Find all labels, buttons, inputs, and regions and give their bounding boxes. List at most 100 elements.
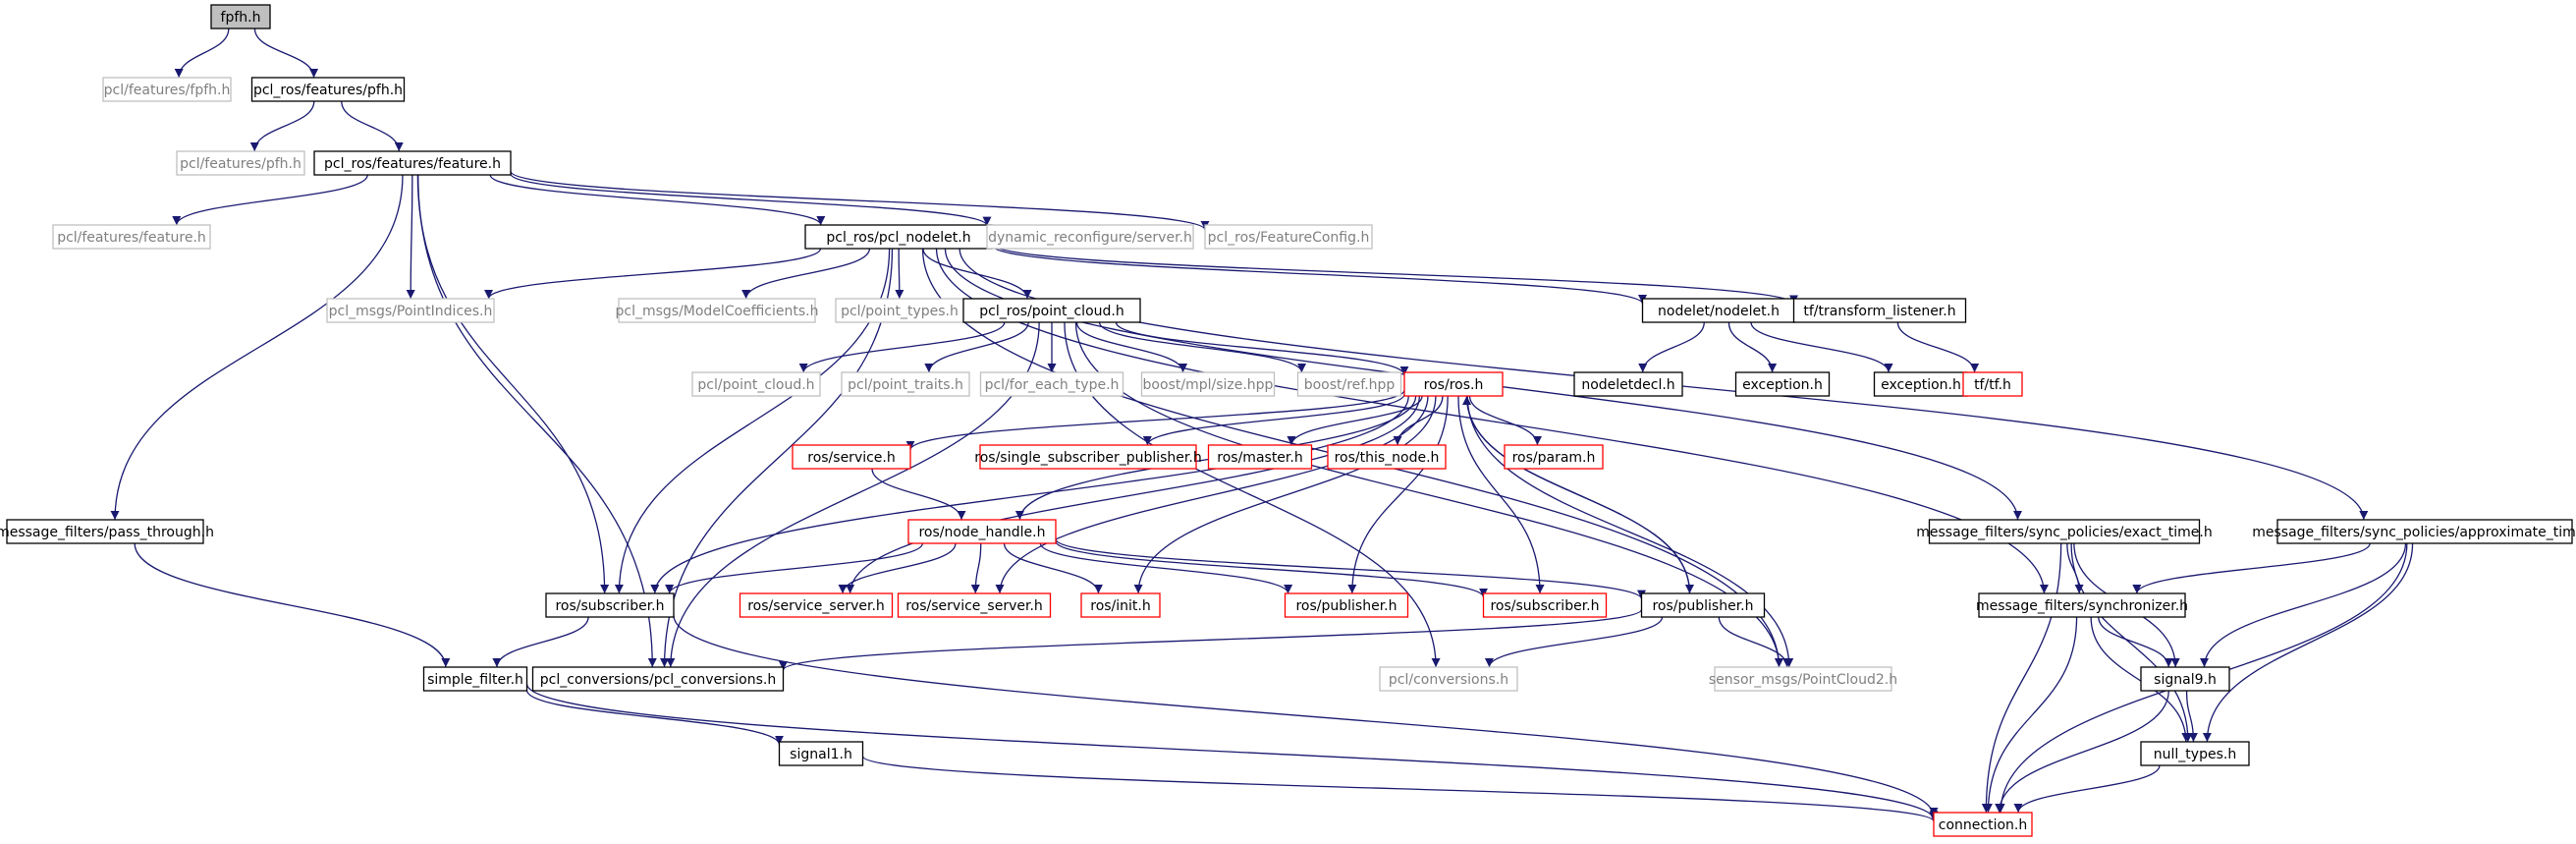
node-thisnode[interactable]: ros/this_node.h: [1327, 444, 1447, 470]
node-rosfeature[interactable]: pcl_ros/features/feature.h: [313, 150, 512, 176]
edge-pointcloudros-to-mplsize: [1075, 321, 1188, 373]
node-master[interactable]: ros/master.h: [1207, 444, 1313, 470]
node-simplefilter[interactable]: simple_filter.h: [422, 666, 528, 692]
node-label: tf/transform_listener.h: [1803, 304, 1955, 319]
node-label: ros/param.h: [1512, 450, 1596, 466]
node-srvserver2[interactable]: ros/service_server.h: [897, 592, 1052, 618]
edge-fpfh-to-pclfpfh: [174, 28, 230, 79]
node-label: pcl/point_traits.h: [848, 377, 963, 393]
node-label: sensor_msgs/PointCloud2.h: [1709, 672, 1897, 688]
node-connection[interactable]: connection.h: [1933, 812, 2033, 837]
node-foreach[interactable]: pcl/for_each_type.h: [979, 371, 1124, 397]
node-subscriber1[interactable]: ros/subscriber.h: [545, 592, 675, 618]
edge-approxtime-to-signal9: [2200, 542, 2407, 668]
node-rospfh[interactable]: pcl_ros/features/pfh.h: [250, 77, 406, 102]
node-pclconv[interactable]: pcl_conversions/pcl_conversions.h: [531, 666, 785, 692]
node-conversions[interactable]: pcl/conversions.h: [1379, 666, 1518, 692]
node-pclfeature[interactable]: pcl/features/feature.h: [52, 224, 211, 250]
node-modelcoef[interactable]: pcl_msgs/ModelCoefficients.h: [615, 298, 819, 323]
edges: [110, 28, 2414, 822]
node-subscriber2[interactable]: ros/subscriber.h: [1482, 592, 1608, 618]
nodes: fpfh.h pcl/features/fpfh.h pcl_ros/feature…: [0, 4, 2576, 837]
node-nodeletdecl[interactable]: nodeletdecl.h: [1573, 371, 1683, 397]
node-label: connection.h: [1939, 817, 2027, 833]
node-box: [1978, 592, 2186, 618]
node-singlesub[interactable]: ros/single_subscriber_publisher.h: [974, 444, 1202, 470]
node-box: [835, 298, 964, 323]
node-nodehandle[interactable]: ros/node_handle.h: [907, 519, 1057, 544]
node-box: [2140, 666, 2230, 692]
edge-rosh-to-srvserver2: [995, 395, 1429, 594]
node-label: pcl/features/pfh.h: [180, 156, 301, 172]
edge-nulltypes-to-connection: [2013, 764, 2161, 814]
node-tftf[interactable]: tf/tf.h: [1962, 371, 2023, 397]
node-box: [1204, 224, 1373, 250]
node-label: pcl/features/feature.h: [57, 230, 206, 246]
edge-rosh-to-srvserver1: [846, 395, 1421, 594]
node-approxtime[interactable]: message_filters/sync_policies/approximat…: [2252, 519, 2576, 544]
node-synchronizer[interactable]: message_filters/synchronizer.h: [1976, 592, 2188, 618]
edge-nodelet-to-nodeletdecl: [1638, 321, 1705, 373]
node-pclpfh[interactable]: pcl/features/pfh.h: [176, 150, 305, 176]
edge-pclnodelet-to-nodelet: [991, 244, 1647, 305]
edge-rosfeature-to-pointindices: [406, 174, 415, 300]
node-service[interactable]: ros/service.h: [792, 444, 911, 470]
node-pointtypes[interactable]: pcl/point_types.h: [835, 298, 964, 323]
edge-rosh-to-thisnode: [1393, 395, 1444, 446]
node-label: null_types.h: [2154, 747, 2236, 762]
edge-nodehandle-to-srvserver2: [970, 542, 982, 594]
node-pclfpfh[interactable]: pcl/features/fpfh.h: [102, 77, 232, 102]
node-box: [210, 4, 271, 29]
node-mplsize[interactable]: boost/mpl/size.hpp: [1140, 371, 1276, 397]
node-tflistener[interactable]: tf/transform_listener.h: [1792, 298, 1967, 323]
edge-rosh-to-service: [905, 389, 1405, 451]
edge-rosh-to-master: [1287, 395, 1423, 446]
node-param[interactable]: ros/param.h: [1504, 444, 1604, 470]
edge-rosh-to-init: [1133, 395, 1437, 594]
edge-rosfeature-to-pclnodelet: [489, 174, 826, 226]
node-box: [176, 150, 305, 176]
node-nodelet[interactable]: nodelet/nodelet.h: [1641, 298, 1796, 323]
edge-fpfh-to-rospfh: [253, 28, 319, 79]
node-publisher2[interactable]: ros/publisher.h: [1640, 592, 1766, 618]
node-label: exception.h: [1881, 377, 1961, 393]
edge-publisher2-to-pointcloud2: [1718, 616, 1792, 668]
node-box: [6, 519, 204, 544]
node-passthrough[interactable]: message_filters/pass_through.h: [0, 519, 214, 544]
node-srvserver1[interactable]: ros/service_server.h: [739, 592, 894, 618]
node-rosh[interactable]: ros/ros.h: [1403, 371, 1504, 397]
node-label: ros/master.h: [1217, 450, 1302, 466]
edge-rosfeature-to-featcfg: [510, 170, 1210, 231]
node-signal9[interactable]: signal9.h: [2140, 666, 2230, 692]
node-pclnodelet[interactable]: pcl_ros/pcl_nodelet.h: [804, 224, 993, 250]
edge-synchronizer-to-connection: [1983, 616, 2078, 814]
edge-pointcloudros-to-boostref: [1098, 321, 1306, 373]
node-init[interactable]: ros/init.h: [1080, 592, 1161, 618]
node-label: nodeletdecl.h: [1581, 377, 1674, 393]
node-box: [1379, 666, 1518, 692]
edge-rosh-to-singlesub: [1142, 393, 1405, 446]
node-featcfg[interactable]: pcl_ros/FeatureConfig.h: [1204, 224, 1373, 250]
edge-subscriber1-to-simplefilter: [492, 616, 589, 668]
node-label: exception.h: [1742, 377, 1823, 393]
node-exacttime[interactable]: message_filters/sync_policies/exact_time…: [1916, 519, 2213, 544]
node-publisher1[interactable]: ros/publisher.h: [1284, 592, 1409, 618]
edge-nodelet-to-exc2: [1750, 321, 1893, 373]
node-boostref[interactable]: boost/ref.hpp: [1296, 371, 1402, 397]
node-exc1[interactable]: exception.h: [1734, 371, 1831, 397]
node-pointtraits[interactable]: pcl/point_traits.h: [841, 371, 970, 397]
node-pointcloud2[interactable]: sensor_msgs/PointCloud2.h: [1709, 666, 1897, 692]
node-signal1[interactable]: signal1.h: [778, 741, 864, 766]
node-box: [792, 444, 911, 470]
node-label: pcl_msgs/ModelCoefficients.h: [615, 304, 818, 319]
node-pclpointcloud[interactable]: pcl/point_cloud.h: [691, 371, 821, 397]
node-pointindices[interactable]: pcl_msgs/PointIndices.h: [326, 298, 495, 323]
node-label: pcl/features/fpfh.h: [104, 83, 231, 98]
node-nulltypes[interactable]: null_types.h: [2140, 741, 2250, 766]
node-dynreconf[interactable]: dynamic_reconfigure/server.h: [986, 224, 1194, 250]
node-exc2[interactable]: exception.h: [1873, 371, 1969, 397]
node-pointcloudros[interactable]: pcl_ros/point_cloud.h: [962, 298, 1141, 323]
edge-rosh-to-subscriber2: [1457, 395, 1545, 594]
node-fpfh[interactable]: fpfh.h: [210, 4, 271, 29]
node-label: pcl_ros/pcl_nodelet.h: [826, 230, 970, 246]
